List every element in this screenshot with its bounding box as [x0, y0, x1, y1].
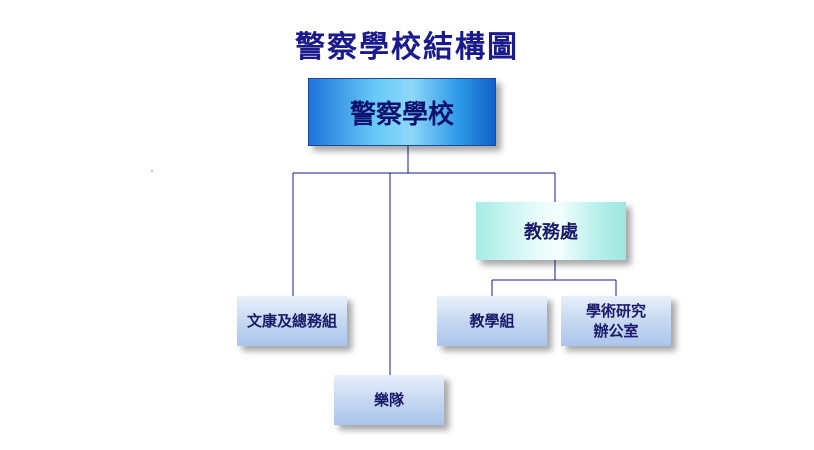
node-research-office: 學術研究 辦公室	[561, 296, 671, 346]
node-teaching: 教學組	[437, 296, 547, 346]
stray-dot	[151, 170, 153, 172]
root-node-police-school: 警察學校	[308, 78, 496, 146]
node-research-label-line1: 學術研究	[585, 302, 646, 320]
page-title: 警察學校結構圖	[295, 30, 519, 65]
node-academic-affairs-label: 教務處	[524, 222, 578, 243]
node-academic-affairs: 教務處	[476, 202, 626, 260]
node-research-label-line2: 辦公室	[593, 322, 639, 340]
node-teaching-label: 教學組	[469, 312, 515, 330]
root-node-label: 警察學校	[349, 99, 454, 130]
node-general-affairs-label: 文康及總務組	[246, 312, 337, 330]
node-band-label: 樂隊	[373, 391, 404, 409]
node-band: 樂隊	[334, 375, 444, 425]
node-general-affairs: 文康及總務組	[237, 296, 347, 346]
